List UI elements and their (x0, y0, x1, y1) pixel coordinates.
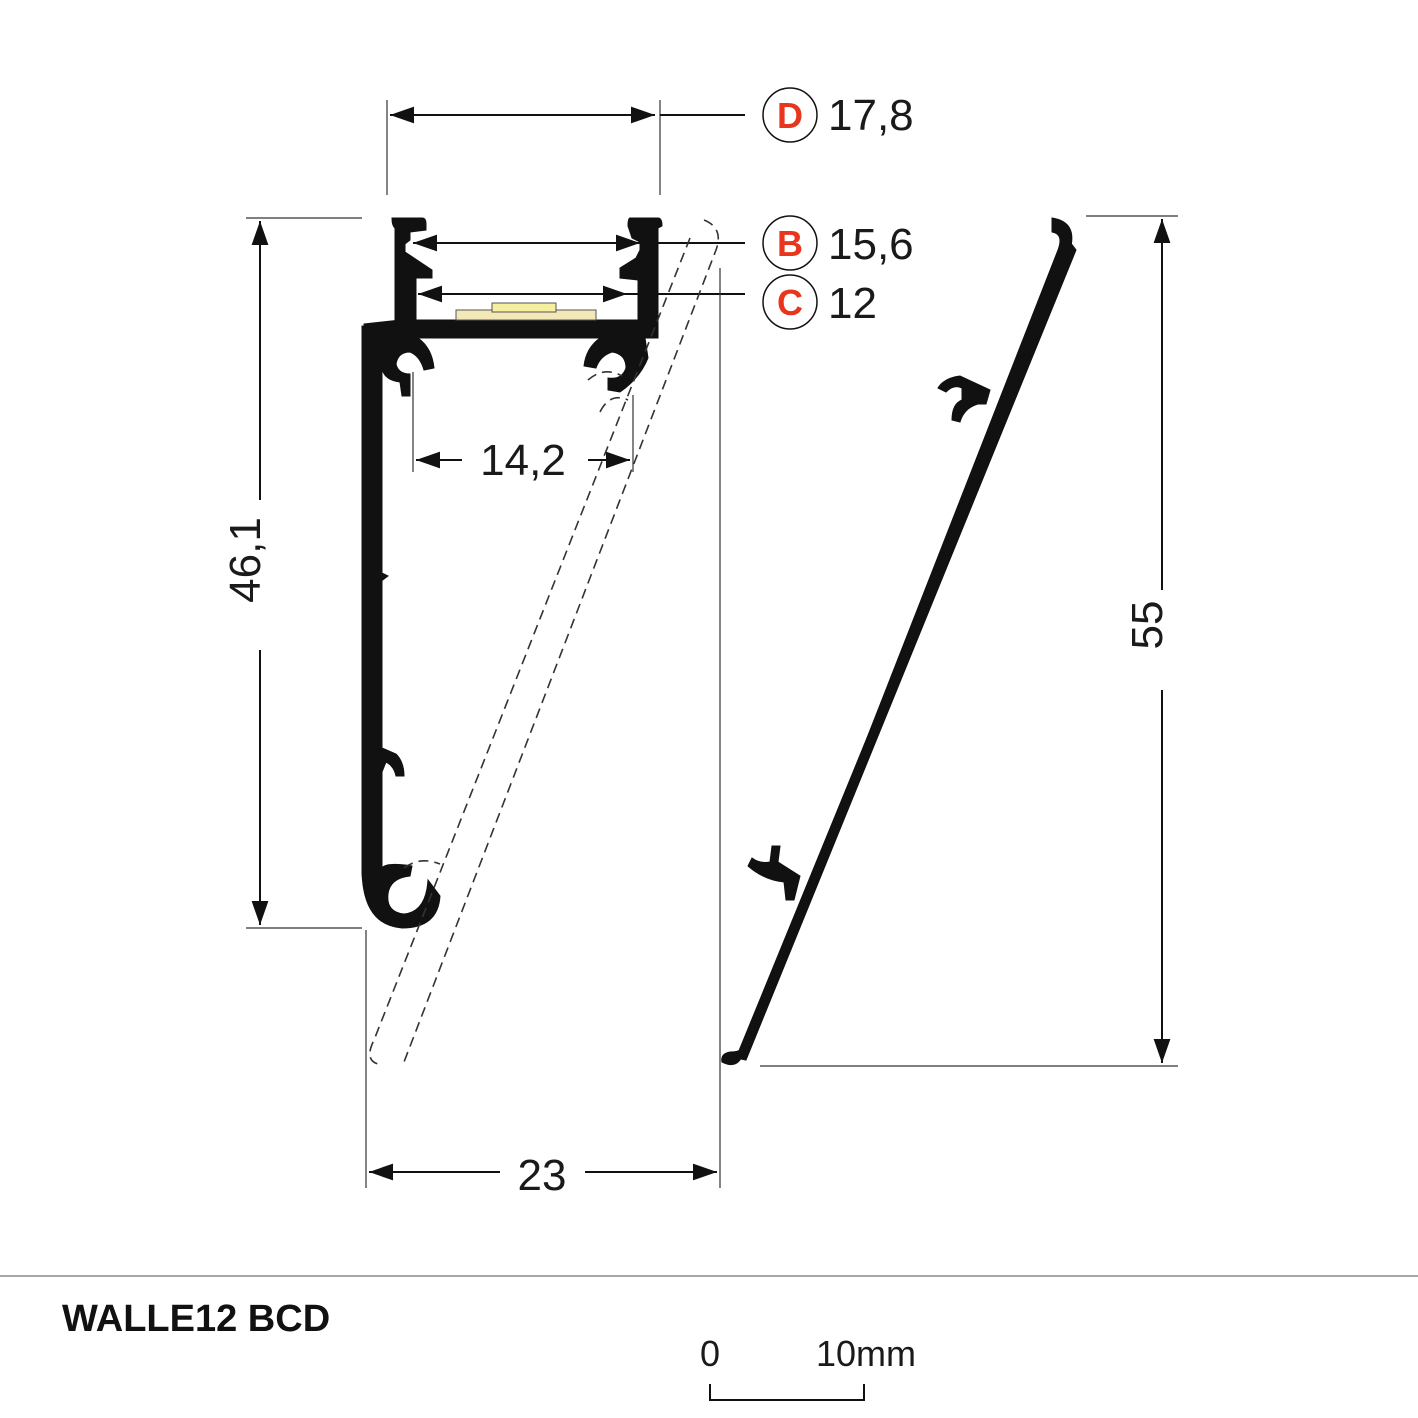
dimension-b-value: 15,6 (828, 220, 914, 269)
led-strip (455, 302, 597, 321)
dimension-b: B 15,6 (413, 215, 914, 271)
scale-end-label: 10mm (816, 1333, 916, 1374)
tag-c: C (777, 282, 803, 323)
dimension-d-value: 17,8 (828, 91, 914, 140)
dimension-cover-height: 55 (760, 215, 1178, 1067)
tag-b: B (777, 223, 803, 264)
aluminium-profile (361, 217, 663, 929)
dimension-total-width: 23 (365, 268, 721, 1200)
dimension-inner-width: 14,2 (412, 372, 634, 485)
scale-bar: 0 10mm (700, 1333, 916, 1401)
dimension-d: D 17,8 (386, 87, 914, 195)
dimension-inner-width-value: 14,2 (480, 436, 566, 485)
dimension-c: C 12 (418, 274, 877, 330)
tag-d: D (777, 95, 803, 136)
dimension-c-value: 12 (828, 279, 877, 328)
dashed-cover-outline (369, 219, 720, 1065)
dimension-cover-height-value: 55 (1123, 601, 1172, 650)
product-name: WALLE12 BCD (62, 1298, 331, 1340)
dimension-profile-height-value: 46,1 (221, 517, 270, 603)
cover-profile (721, 217, 1077, 1066)
scale-start-label: 0 (700, 1333, 720, 1374)
dimension-profile-height: 46,1 (221, 217, 362, 929)
dimension-total-width-value: 23 (518, 1151, 567, 1200)
